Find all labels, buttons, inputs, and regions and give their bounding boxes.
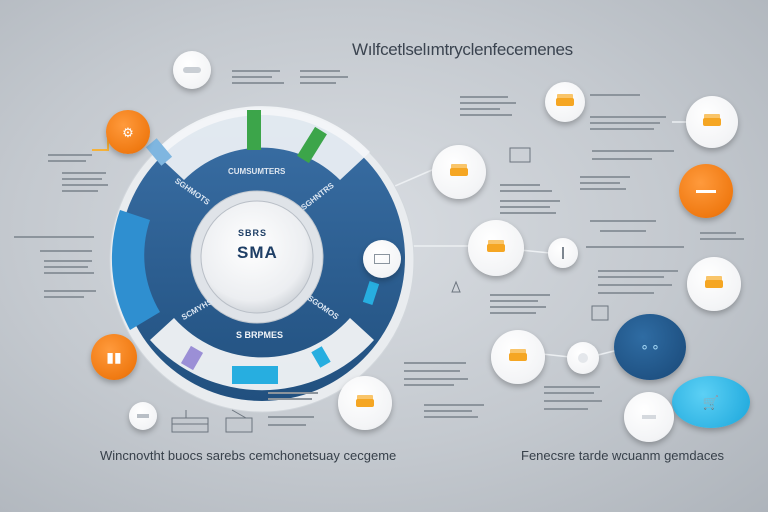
node-bubble-10[interactable]: ▬▬ xyxy=(679,164,733,218)
node-bubble-1[interactable] xyxy=(173,51,211,89)
node-bubble-8[interactable] xyxy=(468,220,524,276)
cart-icon: 🛒 xyxy=(702,394,720,410)
node-bubble-7[interactable] xyxy=(432,145,486,199)
network-icon: ⚬⚬ xyxy=(639,339,661,355)
node-bubble-17[interactable] xyxy=(624,392,674,442)
hub-title: SMA xyxy=(237,243,278,262)
node-bubble-18[interactable] xyxy=(548,238,578,268)
stack-icon xyxy=(556,98,574,106)
node-bubble-9[interactable] xyxy=(545,82,585,122)
stack-icon xyxy=(450,168,468,176)
chart-icon: ▬▬ xyxy=(696,185,716,196)
stack-icon xyxy=(705,280,723,288)
stack-icon xyxy=(509,353,527,361)
node-bubble-15[interactable] xyxy=(567,342,599,374)
ring-label-bottom: S BRPMES xyxy=(236,330,284,340)
accent-tab xyxy=(362,280,380,306)
node-bubble-11[interactable] xyxy=(686,96,738,148)
caption-right: Fenecsre tarde wcuanm gemdaces xyxy=(521,448,725,463)
page-title: Wılfcetlselımtryclenfecemenes xyxy=(352,40,573,59)
dot-icon xyxy=(183,67,201,73)
hub-subtitle: SBRS xyxy=(238,228,268,238)
accent-tab xyxy=(311,346,331,368)
ring-label-top: CUMSUMTERS xyxy=(228,167,286,176)
node-bubble-2[interactable]: ⚙ xyxy=(106,110,150,154)
stack-icon xyxy=(374,254,390,264)
node-bubble-4[interactable] xyxy=(129,402,157,430)
connector-line xyxy=(92,138,109,151)
layers-icon xyxy=(137,414,149,418)
node-bubble-16[interactable]: 🛒 xyxy=(672,376,750,428)
box-sketch-icon xyxy=(591,305,609,321)
dot-icon xyxy=(642,415,656,419)
accent-tab xyxy=(145,138,173,166)
chart-icon: ▮▮ xyxy=(106,349,122,365)
connector-line xyxy=(541,353,571,358)
node-bubble-6[interactable] xyxy=(338,376,392,430)
card-sketch-icon xyxy=(509,147,531,163)
pin-icon xyxy=(562,247,564,259)
stack-icon xyxy=(703,118,721,126)
hub-center xyxy=(200,200,314,314)
book-sketch-icon xyxy=(225,417,253,433)
stack-icon xyxy=(487,244,505,252)
tree-sketch-icon xyxy=(451,280,461,293)
node-bubble-14[interactable] xyxy=(491,330,545,384)
accent-tab xyxy=(180,345,204,371)
gear-icon: ⚙ xyxy=(122,124,134,140)
node-bubble-3[interactable]: ▮▮ xyxy=(91,334,137,380)
sketch-icons xyxy=(171,147,609,433)
tower-icon xyxy=(356,399,374,407)
accent-tab xyxy=(247,110,261,150)
caption-left: Wincnovtht buocs sarebs cemchonetsuay ce… xyxy=(100,448,397,463)
dot-icon xyxy=(578,353,588,363)
node-bubble-12[interactable]: ⚬⚬ xyxy=(614,314,686,380)
factory-sketch-icon xyxy=(171,417,209,433)
annotation-lines xyxy=(14,70,744,426)
node-bubble-13[interactable] xyxy=(687,257,741,311)
node-bubble-5[interactable] xyxy=(363,240,401,278)
connector-line xyxy=(519,249,551,254)
accent-tab xyxy=(232,366,278,384)
accent-tab xyxy=(297,126,327,164)
